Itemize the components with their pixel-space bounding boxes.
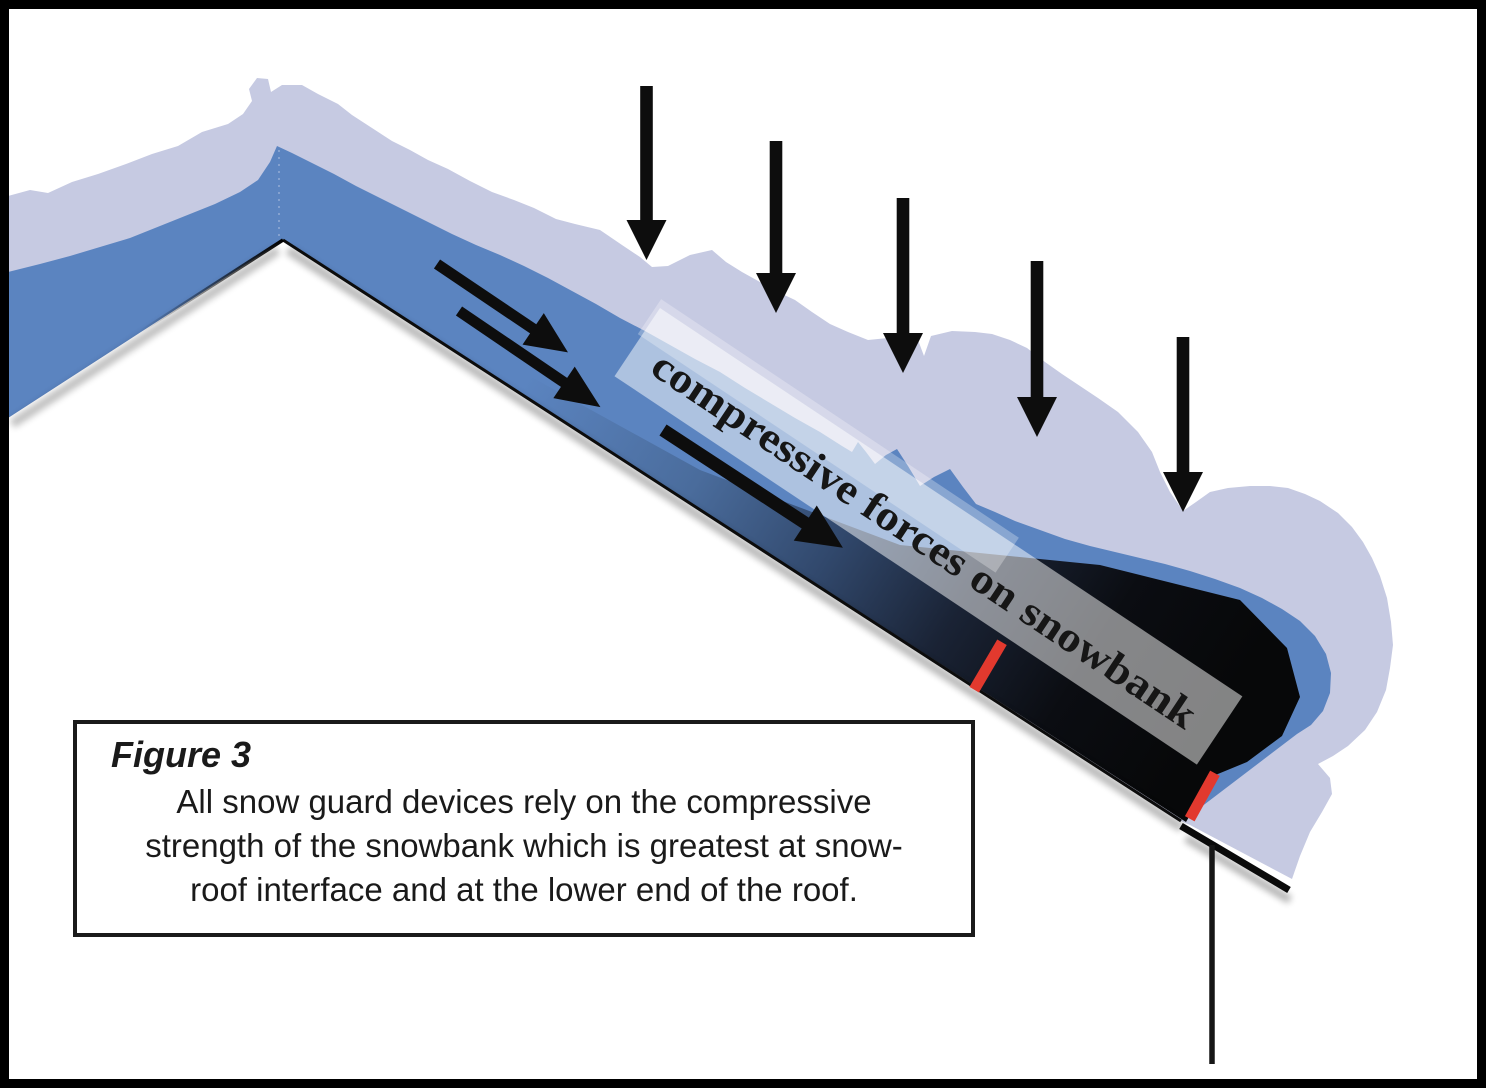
caption-line-3: roof interface and at the lower end of t… — [190, 871, 858, 908]
roof-edge-line-left — [139, 238, 284, 334]
snow-guard-mark-upper — [969, 639, 1007, 693]
down-arrow-1 — [626, 86, 667, 260]
down-arrow-5 — [1163, 337, 1203, 512]
force-label-strip-highlight — [637, 299, 1019, 573]
eave-shadow — [1183, 834, 1293, 904]
caption-line-1: All snow guard devices rely on the compr… — [176, 783, 872, 820]
roof-edge-line-right — [282, 238, 1182, 823]
roof-shadow-left — [9, 246, 281, 428]
force-label-strip-bg — [614, 308, 1243, 765]
caption-title: Figure 3 — [111, 734, 252, 775]
eave-line — [1179, 822, 1291, 894]
roof-gradient-band — [283, 240, 1300, 822]
caption-line-2: strength of the snowbank which is greate… — [145, 827, 903, 864]
slope-arrow-3 — [659, 424, 843, 548]
slope-arrow-1 — [433, 259, 568, 353]
snow-guard-mark-eave — [1184, 770, 1220, 822]
roof-shadow-right — [285, 246, 1185, 832]
down-arrow-4 — [1017, 261, 1057, 437]
down-arrow-2 — [756, 141, 796, 313]
down-arrow-3 — [883, 198, 923, 373]
caption-box: Figure 3 All snow guard devices rely on … — [73, 720, 975, 937]
slope-arrow-2 — [455, 306, 601, 408]
